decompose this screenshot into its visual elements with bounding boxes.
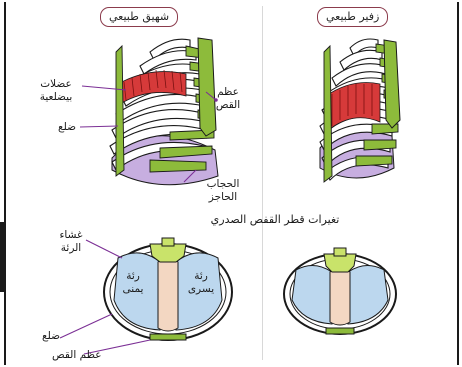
label-pleura: غشاء الرئة [54,229,88,255]
sternum-section-exhale [326,328,354,334]
label-sternum-bottom: عظم القص [52,349,102,362]
label-right-lung: رئة يمنى [118,270,148,296]
label-diaphragm: الحجاب الحاجز [200,178,246,204]
section-title: تغيرات قطر القفص الصدري [200,213,350,226]
sternum-section-inhale [150,334,186,340]
ribcage-exhale [320,39,400,182]
panel-title-exhale: زفير طبيعي [317,7,388,27]
label-rib-bottom: ضلع [42,330,60,343]
vertebra-exhale [324,254,356,272]
panel-title-inhale: شهيق طبيعي [100,7,178,27]
cross-section-exhale [284,248,396,334]
sternum-exhale [384,40,400,128]
label-sternum: عظم القص [212,86,244,112]
label-left-lung: رئة يسرى [186,270,216,296]
label-intercostal-muscles: عضلات بيضلعية [30,78,82,104]
ribcage-inhale [110,38,218,185]
label-rib: ضلع [58,121,76,134]
mediastinum-exhale [330,267,350,325]
mediastinum-inhale [158,257,178,331]
